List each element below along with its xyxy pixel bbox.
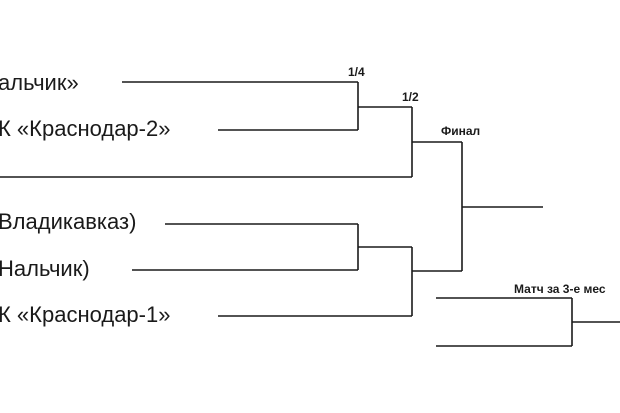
bracket-connector-sf-bottom xyxy=(411,247,462,316)
stage-label-final: Финал xyxy=(441,124,481,138)
bracket-connector-qf-top xyxy=(357,82,412,130)
bracket-connector-sf-top xyxy=(411,107,462,177)
team-label-2: К «Краснодар-2» xyxy=(0,116,171,141)
stage-label-quarter: 1/4 xyxy=(348,65,365,79)
team-label-3: Владикавказ) xyxy=(0,209,137,234)
team-label-5: К «Краснодар-1» xyxy=(0,302,171,327)
bracket-connector-third-place xyxy=(571,298,620,346)
team-label-1: альчик» xyxy=(0,70,79,95)
stage-label-third-place: Матч за 3-е мес xyxy=(514,282,606,296)
bracket-connector-final xyxy=(461,142,543,271)
stage-label-semi: 1/2 xyxy=(402,90,419,104)
team-label-4: Нальчик) xyxy=(0,256,90,281)
bracket-connector-qf-bottom xyxy=(357,224,412,270)
